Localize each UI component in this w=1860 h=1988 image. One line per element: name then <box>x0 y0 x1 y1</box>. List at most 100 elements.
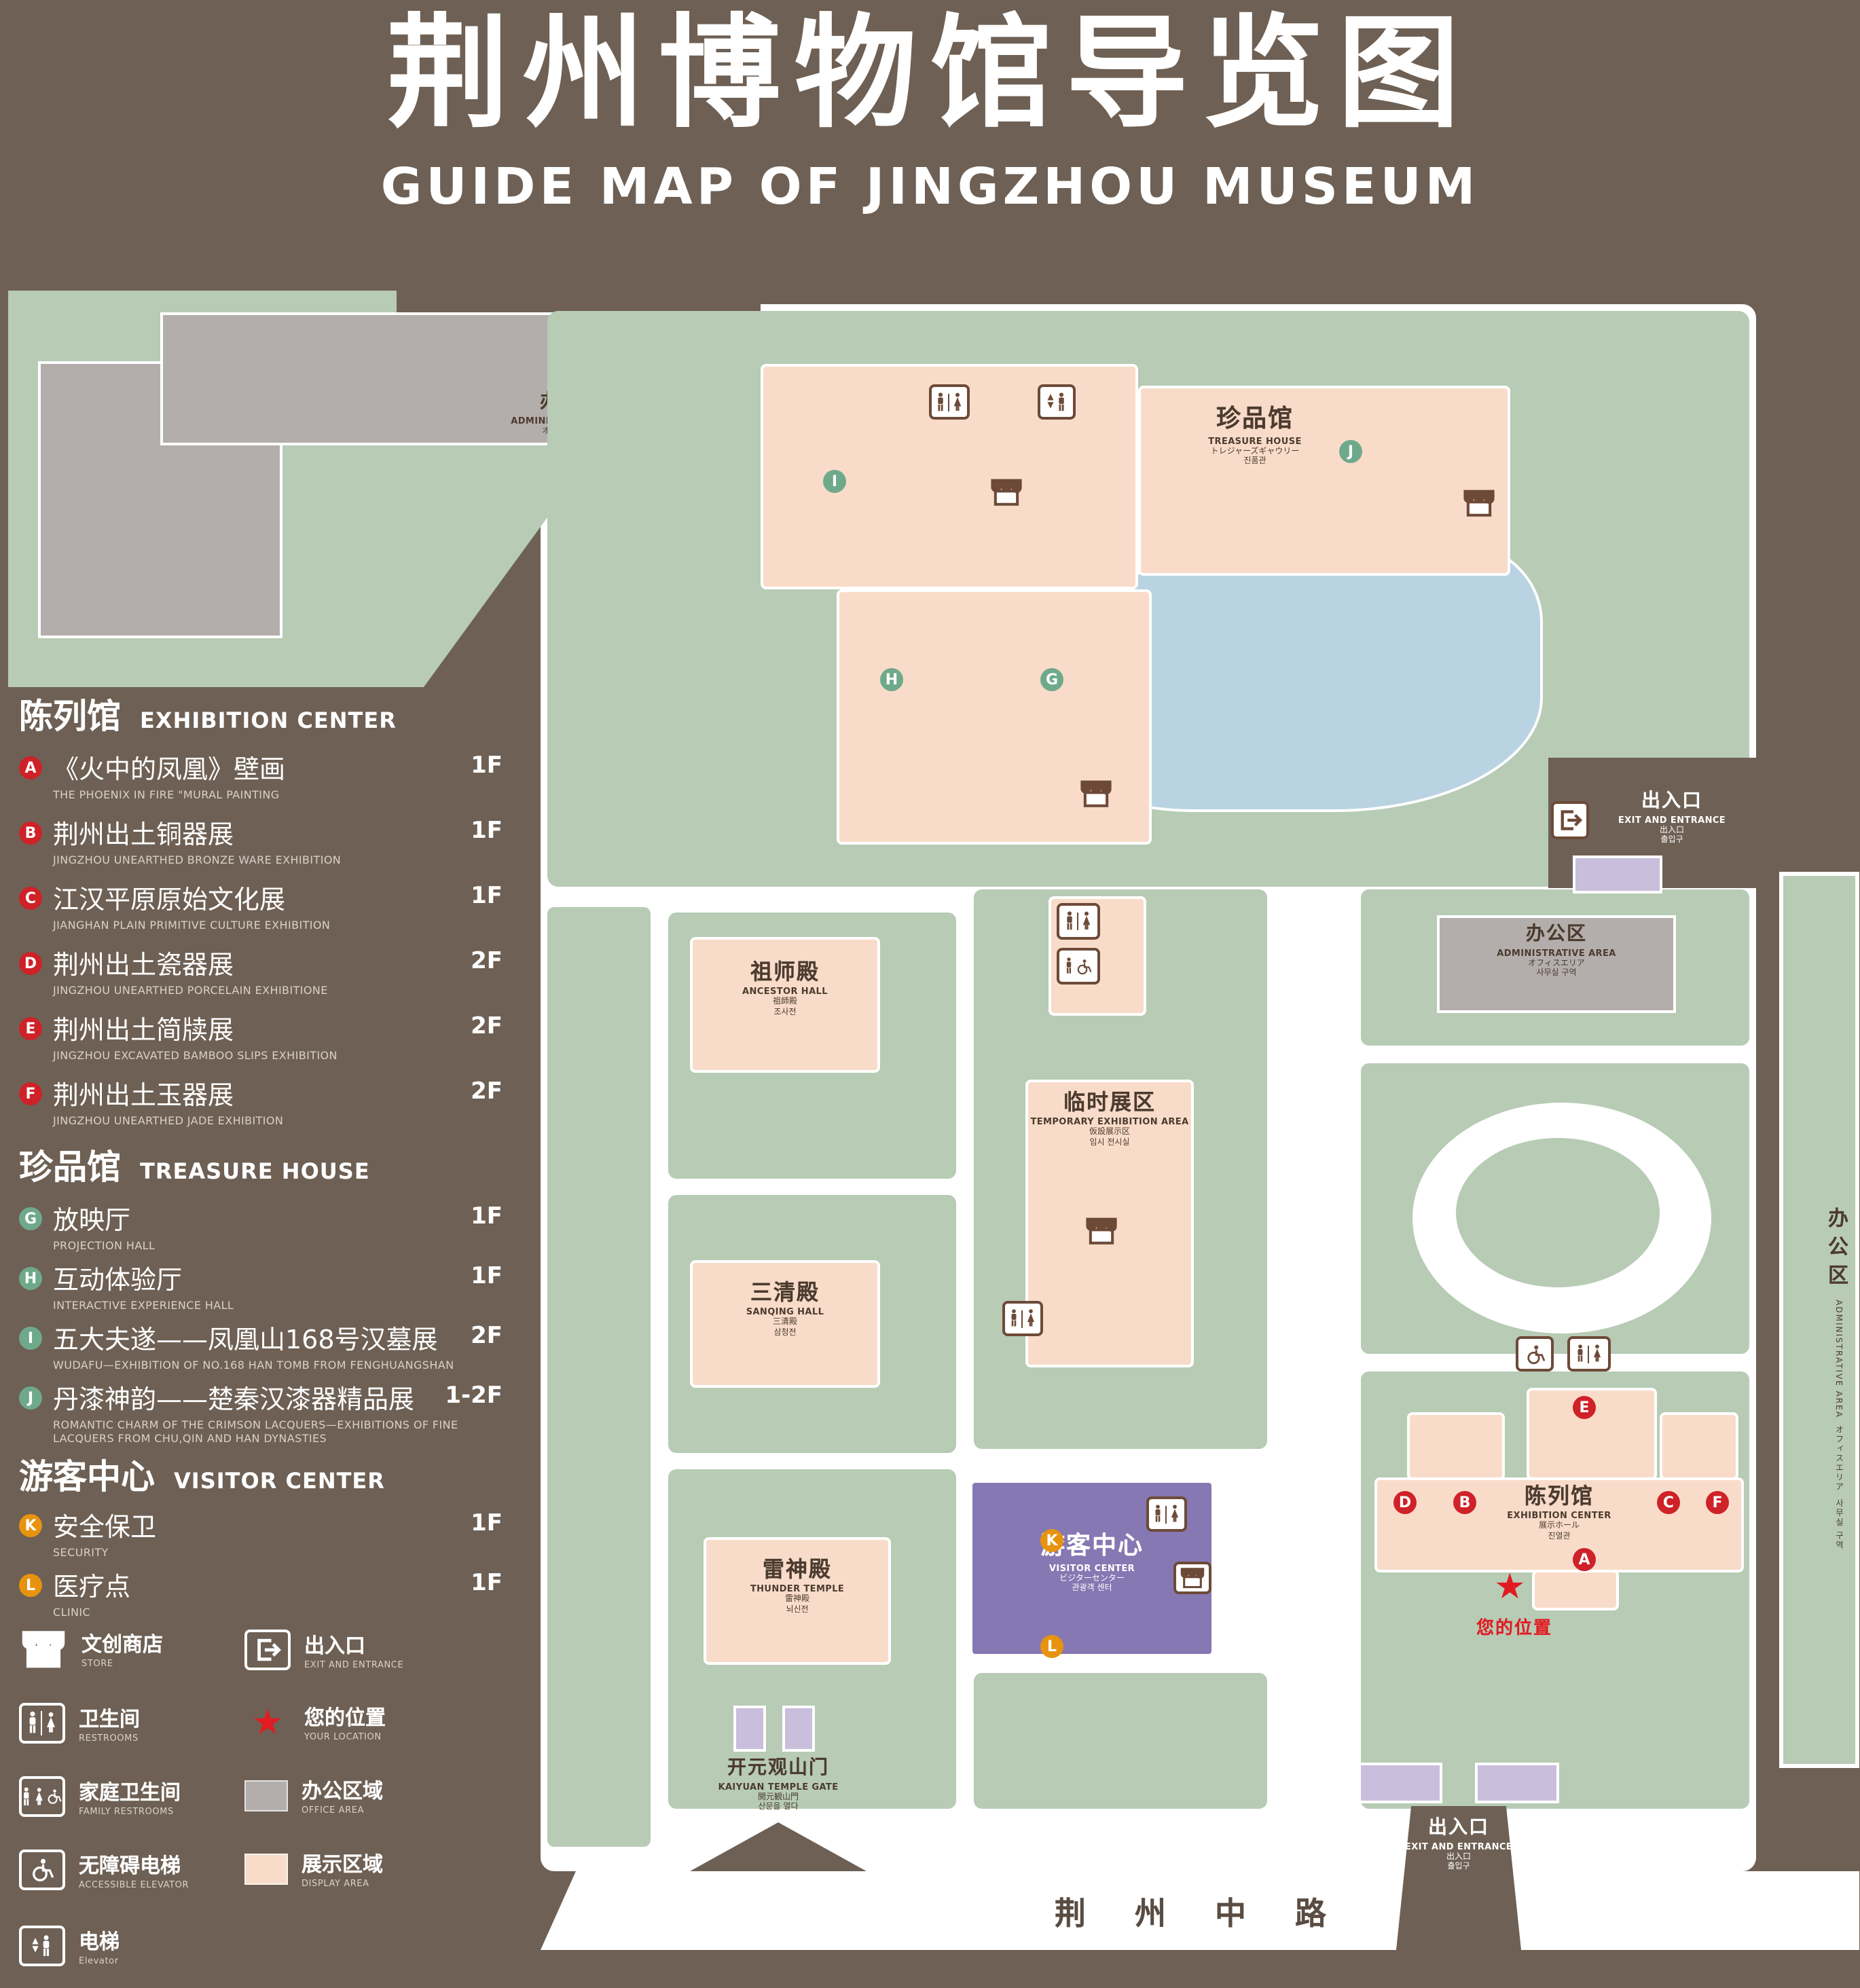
marker-A: A <box>1573 1548 1596 1571</box>
road-name: 荆 州 中 路 <box>1054 1897 1346 1932</box>
thunder-temple-label: 雷神殿 THUNDER TEMPLE 雷神殿 뇌신전 <box>750 1556 845 1615</box>
treasure-house-label: 珍品馆 TREASURE HOUSE トレジャーズギャウリー 진품관 <box>1208 405 1302 466</box>
marker-G: G <box>1040 668 1063 691</box>
exhibition-center-south-stub <box>1532 1570 1619 1610</box>
visitor-center-label: 游客中心 VISITOR CENTER ビジターセンター 관광객 센터 <box>1040 1532 1144 1594</box>
marker-J: J <box>1339 440 1362 463</box>
exhibition-center-label: 陈列馆 EXHIBITION CENTER 展示ホール 진열관 <box>1507 1483 1611 1541</box>
accessible-elevator-icon <box>1516 1336 1554 1372</box>
badge-F: F <box>19 1082 42 1105</box>
store-icon <box>1173 1562 1211 1594</box>
exhibition-center-west-wing <box>1407 1412 1505 1480</box>
admin-building-mid <box>1437 915 1676 1013</box>
marker-E: E <box>1573 1396 1596 1419</box>
page-title: 荆州博物馆导览图 <box>386 3 1474 145</box>
marker-D: D <box>1393 1491 1417 1514</box>
ancestor-hall-label: 祖师殿 ANCESTOR HALL 祖師殿 조사전 <box>742 959 828 1017</box>
office-area-swatch <box>244 1780 288 1811</box>
your-location-label: 您的位置 <box>1476 1619 1552 1639</box>
display-area-swatch <box>244 1854 288 1885</box>
family-restroom-icon <box>1057 948 1100 984</box>
badge-K: K <box>19 1514 42 1537</box>
admin-area-mid-label: 办公区 ADMINISTRATIVE AREA オフィスエリア 사무실 구역 <box>1497 923 1616 978</box>
badge-I: I <box>19 1327 42 1350</box>
exhibition-center-east-wing <box>1660 1412 1738 1480</box>
elevator-icon: ▲▼ <box>1038 384 1076 420</box>
gate-pillar <box>782 1706 815 1752</box>
badge-J: J <box>19 1386 42 1410</box>
store-icon <box>19 1630 68 1669</box>
marker-H: H <box>880 668 903 691</box>
east-gate-building <box>1573 855 1662 894</box>
store-icon <box>1078 779 1114 808</box>
your-location-star-icon: ★ <box>1494 1567 1526 1608</box>
admin-area-east-label: 办公区 ADMINISTRATIVE AREA オフィスエリア 사무실 구역 <box>1825 1207 1850 1550</box>
badge-A: A <box>19 756 42 779</box>
lawn-west-strip <box>547 907 651 1847</box>
exit-icon <box>244 1630 291 1670</box>
store-icon <box>989 478 1024 507</box>
south-gate-building <box>1475 1763 1559 1803</box>
restroom-icon <box>1146 1496 1187 1532</box>
sanqing-hall-building <box>690 1260 880 1388</box>
badge-L: L <box>19 1574 42 1597</box>
restroom-icon <box>19 1703 65 1744</box>
south-exit-label: 出入口 EXIT AND ENTRANCE 出入口 출입구 <box>1404 1817 1513 1872</box>
kaiyuan-gate-label: 开元观山门 KAIYUAN TEMPLE GATE 開元観山門 산문을 열다 <box>718 1757 839 1812</box>
lawn-center-south <box>974 1673 1267 1809</box>
sanqing-hall-label: 三清殿 SANQING HALL 三清殿 삼청전 <box>746 1279 824 1338</box>
south-gate-building <box>1358 1763 1442 1803</box>
gate-pillar <box>733 1706 766 1752</box>
accessible-elevator-icon <box>19 1849 65 1890</box>
south-exit-ground <box>1396 1806 1521 1950</box>
badge-C: C <box>19 887 42 910</box>
badge-D: D <box>19 952 42 975</box>
restroom-icon <box>1057 903 1100 940</box>
restroom-icon <box>1002 1301 1043 1336</box>
restroom-icon <box>1567 1336 1611 1372</box>
badge-B: B <box>19 822 42 845</box>
marker-K: K <box>1040 1529 1063 1552</box>
marker-F: F <box>1706 1491 1729 1514</box>
marker-C: C <box>1657 1491 1680 1514</box>
temporary-exhibition-label: 临时展区 TEMPORARY EXHIBITION AREA 仮設展示区 임시 … <box>1030 1089 1189 1147</box>
marker-I: I <box>823 470 846 493</box>
treasure-house-east-block <box>1138 386 1510 576</box>
badge-E: E <box>19 1017 42 1040</box>
store-icon <box>1461 489 1497 517</box>
elevator-icon: ▲▼ <box>19 1926 65 1966</box>
badge-H: H <box>19 1267 42 1290</box>
page-subtitle: GUIDE MAP OF JINGZHOU MUSEUM <box>380 158 1480 216</box>
temporary-exhibition-building <box>1025 1080 1194 1367</box>
store-icon <box>1084 1217 1119 1245</box>
location-star-icon: ★ <box>251 1702 284 1743</box>
garden-island <box>1456 1138 1660 1287</box>
thunder-temple-building <box>704 1537 891 1665</box>
family-restroom-icon <box>19 1776 65 1817</box>
ancestor-hall-building <box>690 937 880 1073</box>
exit-icon <box>1551 801 1589 839</box>
